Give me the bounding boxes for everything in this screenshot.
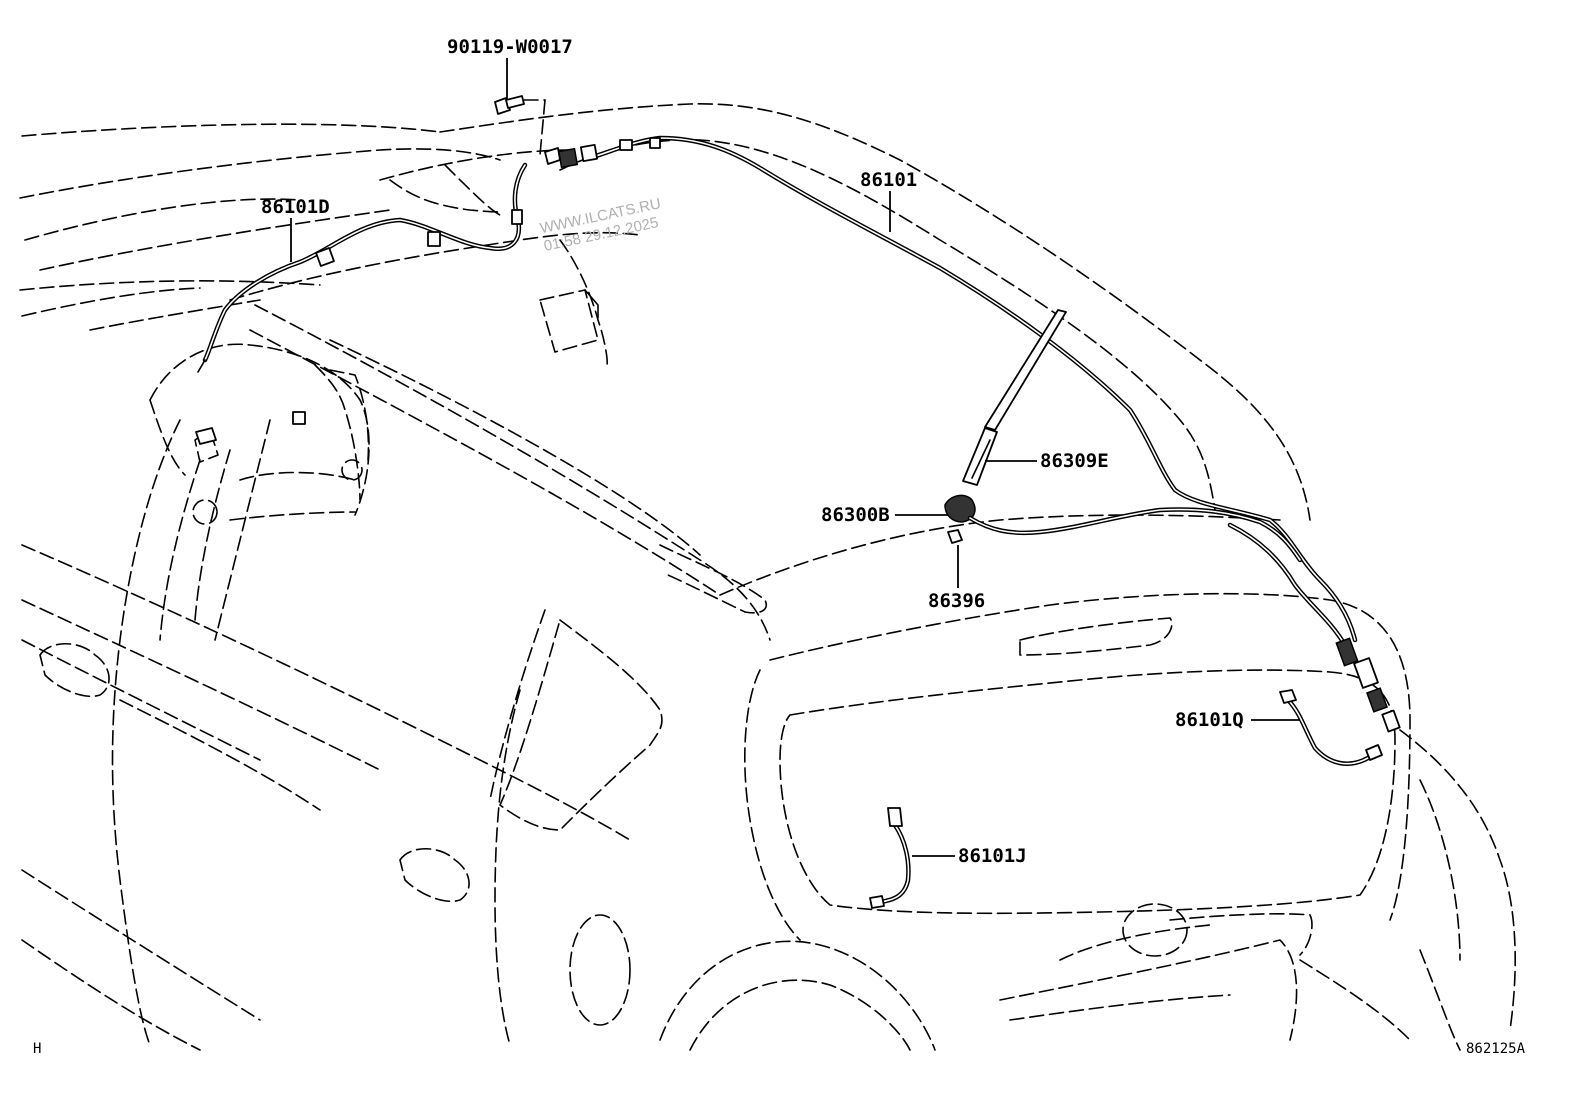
watermark: WWW.ILCATS.RU 01:58 29.12.2025: [538, 195, 662, 255]
callout-antenna-mast[interactable]: 86309E: [1040, 450, 1109, 472]
callout-antenna-nut[interactable]: 86396: [928, 590, 985, 612]
front-harness-wire: [195, 147, 561, 445]
corner-marker: H: [33, 1041, 41, 1057]
back-door-cords: [869, 689, 1383, 909]
bolt-part: [494, 95, 546, 156]
callout-antenna-base[interactable]: 86300B: [821, 504, 890, 526]
roof-harness-wire: [557, 135, 1401, 733]
antenna-assembly: [944, 309, 1303, 563]
callout-bolt[interactable]: 90119-W0017: [447, 36, 573, 58]
leader-lines: [290, 58, 1300, 857]
callout-front-harness[interactable]: 86101D: [261, 196, 330, 218]
vehicle-body-outline: [19, 103, 1517, 1051]
figure-code: 862125A: [1466, 1041, 1526, 1057]
callout-labels: 90119-W0017 86101D 86101 86309E 86300B 8…: [261, 36, 1244, 867]
callout-gate-cord-upper[interactable]: 86101Q: [1175, 709, 1244, 731]
callout-gate-cord-lower[interactable]: 86101J: [958, 845, 1027, 867]
callout-roof-harness[interactable]: 86101: [860, 169, 917, 191]
